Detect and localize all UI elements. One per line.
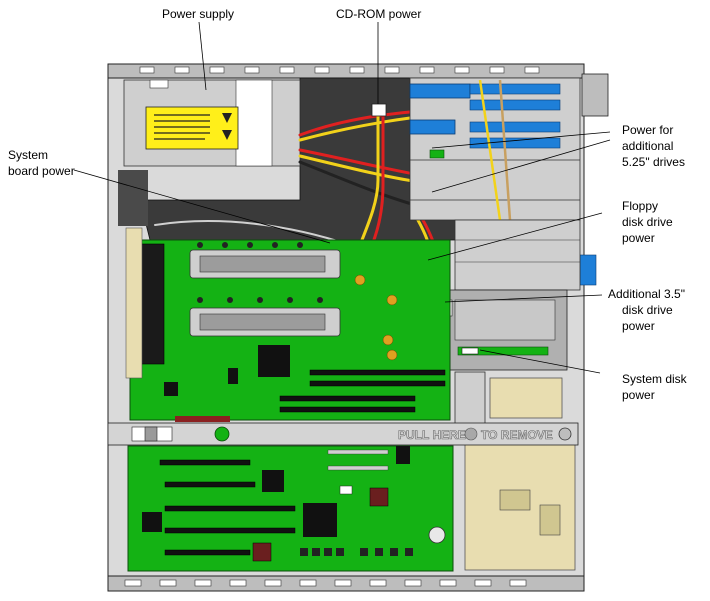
callout-lines xyxy=(73,21,611,374)
pull-tab-green-button[interactable] xyxy=(214,426,230,442)
label-system-board-power-line2: board power xyxy=(8,164,75,178)
screw-icon xyxy=(558,427,572,441)
labels: Power supply CD-ROM power System board p… xyxy=(8,7,688,402)
label-system-board-power-line1: System xyxy=(8,148,48,162)
pull-tab-bar[interactable]: PULL HERE TO REMOVE xyxy=(107,422,579,446)
pull-tab-circle-icon xyxy=(464,427,478,441)
label-additional-525-line2: additional xyxy=(622,139,673,153)
label-floppy-line1: Floppy xyxy=(622,199,658,213)
label-additional-525-line1: Power for xyxy=(622,123,673,137)
floppy-drive xyxy=(414,219,581,291)
power-supply-unit xyxy=(123,79,301,167)
drive-bays-5-25 xyxy=(409,73,609,286)
label-system-disk-line1: System disk xyxy=(622,372,688,386)
pull-tab-text-left: PULL HERE xyxy=(398,428,466,442)
disk-drive-3-5 xyxy=(439,289,568,371)
label-additional-35-line2: disk drive xyxy=(622,303,673,317)
system-board-lower xyxy=(127,445,454,572)
label-floppy-line3: power xyxy=(622,231,655,245)
label-cdrom-power: CD-ROM power xyxy=(336,7,421,21)
label-system-disk-line2: power xyxy=(622,388,655,402)
label-additional-35-line1: Additional 3.5" xyxy=(608,287,685,301)
label-additional-35-line3: power xyxy=(622,319,655,333)
label-power-supply: Power supply xyxy=(162,7,234,21)
cdrom-power-connector xyxy=(371,103,387,117)
label-floppy-line2: disk drive xyxy=(622,215,673,229)
lower-drive-bay xyxy=(454,371,576,571)
pull-tab-text-right: TO REMOVE xyxy=(481,428,553,442)
label-additional-525-line3: 5.25" drives xyxy=(622,155,685,169)
system-board-upper xyxy=(125,227,451,422)
